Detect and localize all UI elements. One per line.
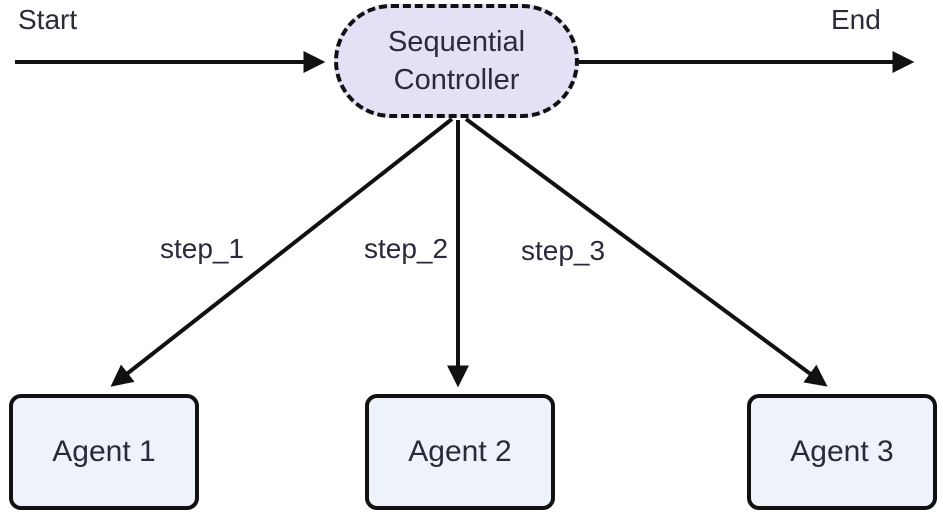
edge-label-step-2: step_2 bbox=[358, 232, 454, 266]
agent-1-label: Agent 1 bbox=[52, 435, 156, 468]
agent-2-label: Agent 2 bbox=[408, 435, 512, 468]
agent-2-node: Agent 2 bbox=[365, 394, 555, 510]
agent-1-node: Agent 1 bbox=[9, 394, 199, 510]
end-label: End bbox=[831, 4, 881, 35]
agent-3-node: Agent 3 bbox=[747, 394, 937, 510]
start-label: Start bbox=[18, 4, 78, 35]
sequential-controller-node: Sequential Controller bbox=[334, 4, 579, 118]
agent-3-label: Agent 3 bbox=[790, 435, 894, 468]
edge-label-step-1: step_1 bbox=[154, 232, 250, 266]
edge-label-step-3: step_3 bbox=[515, 234, 611, 268]
sequential-controller-label: Sequential Controller bbox=[387, 25, 526, 96]
